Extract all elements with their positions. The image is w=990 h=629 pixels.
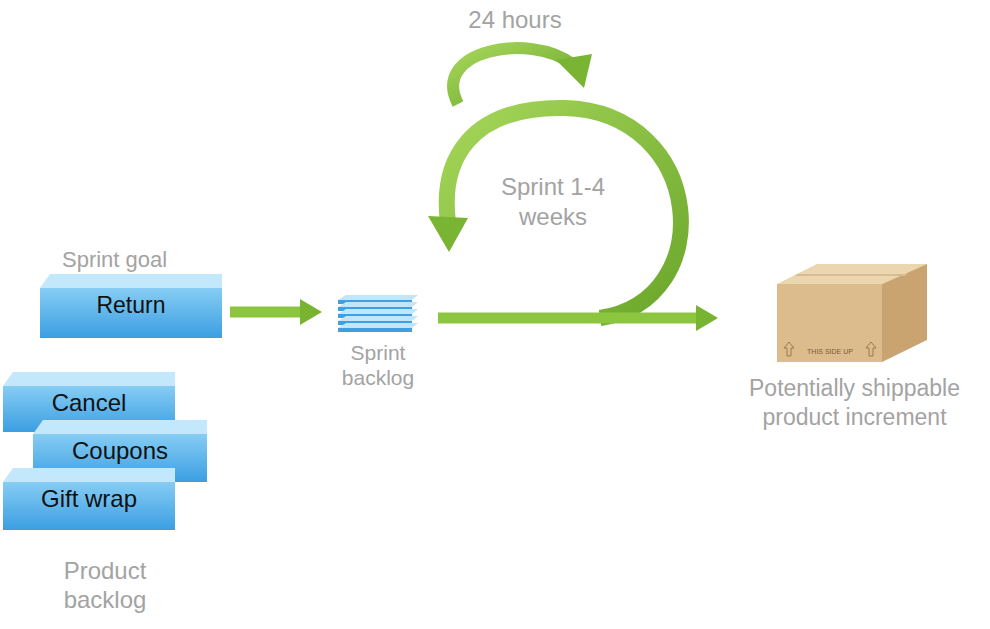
arrow-head xyxy=(696,305,718,331)
sheet-top xyxy=(338,302,418,307)
up-arrow-symbol xyxy=(784,342,794,356)
box-front-face xyxy=(3,482,175,530)
box-top-face xyxy=(3,468,175,482)
cardboard-box xyxy=(777,262,932,362)
backlog-item-box: Gift wrap xyxy=(3,468,175,530)
daily-cycle-label: 24 hours xyxy=(440,6,590,34)
node-stack: Sprint backlog xyxy=(326,292,430,390)
box-top-face xyxy=(33,420,207,434)
node-blue: Sprint goalReturn xyxy=(40,246,222,338)
item-text-holder: Gift wrap xyxy=(3,468,175,516)
sprint-backlog-label: Sprint backlog xyxy=(326,340,430,390)
sprint-cycle-head xyxy=(428,216,468,252)
box-top-face xyxy=(3,372,175,386)
box-print: THIS SIDE UP xyxy=(800,347,860,356)
box-side xyxy=(882,264,927,362)
product-backlog-label: Product backlog xyxy=(20,556,190,614)
flow-arrow xyxy=(230,299,322,325)
box-front xyxy=(777,284,882,362)
backlog-item-label: Return xyxy=(96,288,165,322)
backlog-item-box: Return xyxy=(40,274,222,338)
daily-cycle-arrow xyxy=(453,48,572,104)
backlog-item-label: Gift wrap xyxy=(41,482,137,516)
backlog-item-label: Cancel xyxy=(52,386,127,420)
node-blue: Gift wrap xyxy=(3,468,175,530)
item-text-holder: Cancel xyxy=(3,372,175,420)
sheet-front xyxy=(338,328,412,332)
box-tape xyxy=(795,274,907,276)
daily-cycle-head xyxy=(556,54,592,88)
sheet-top xyxy=(338,309,418,314)
up-arrow-symbol xyxy=(866,342,876,356)
arrow-shaft xyxy=(230,307,302,318)
flow-arrow xyxy=(438,305,718,331)
backlog-item-label: Coupons xyxy=(72,434,168,468)
node-box: Potentially shippable product increment xyxy=(722,262,987,432)
sprint-goal-heading: Sprint goal xyxy=(40,246,222,274)
item-text-holder: Coupons xyxy=(33,420,207,468)
arrow-shaft xyxy=(438,313,698,324)
sheet-top xyxy=(338,295,418,300)
sprint-backlog-stack xyxy=(336,292,420,334)
sprint-duration-label: Sprint 1-4 weeks xyxy=(488,172,618,232)
box-front-face xyxy=(40,288,222,338)
sprint-cycle-arrow xyxy=(447,108,681,318)
item-text-holder: Return xyxy=(40,274,222,322)
sheet-top xyxy=(338,323,418,328)
box-top-face xyxy=(40,274,222,288)
arrow-head xyxy=(300,299,322,325)
sheet-top xyxy=(338,316,418,321)
increment-label: Potentially shippable product increment xyxy=(722,374,987,432)
